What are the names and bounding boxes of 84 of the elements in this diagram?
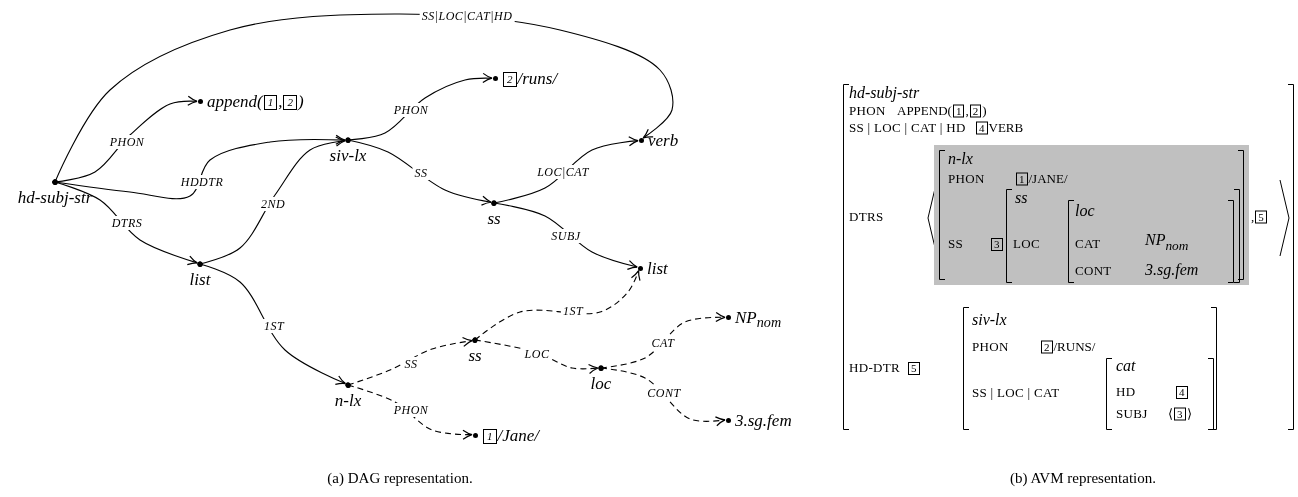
edge-label: LOC	[522, 347, 552, 361]
feature-value: )	[982, 101, 987, 120]
edge-label: DTRS	[109, 216, 145, 230]
feature-value: ⟨	[1168, 404, 1173, 423]
node-label: loc	[590, 373, 612, 395]
caption: (a) DAG representation.	[327, 469, 473, 487]
tag-number: 5	[1255, 210, 1267, 224]
type-label: hd-subj-str	[849, 84, 920, 102]
tag-number: 4	[976, 121, 988, 135]
feature-label: LOC	[1013, 234, 1040, 253]
attribute-value-matrix	[1106, 358, 1214, 430]
feature-label: SS | LOC | CAT	[972, 383, 1060, 402]
feature-label: HD	[1116, 382, 1136, 401]
edge-label: PHON	[391, 103, 431, 117]
edge-label: 2ND	[258, 197, 288, 211]
tag-number: 3	[1174, 407, 1186, 421]
node-label: n-lx	[334, 390, 362, 412]
feature-value: ,	[1251, 207, 1255, 226]
tag-number: 1	[952, 104, 965, 118]
tag-number: 2	[1041, 340, 1053, 354]
edge-label: PHON	[391, 403, 431, 417]
feature-value: VERB	[988, 118, 1024, 137]
type-label: siv-lx	[972, 311, 1007, 329]
tag-number: 4	[1176, 386, 1188, 399]
feature-label: SS | LOC | CAT | HD	[849, 118, 966, 137]
tag-number: 2	[969, 104, 982, 118]
edge-label: PHON	[107, 135, 147, 149]
feature-value: ,	[965, 101, 969, 120]
attribute-value-matrix	[963, 307, 1217, 430]
tag-number: 1	[483, 428, 497, 444]
edge-label: SS|LOC|CAT|HD	[419, 9, 515, 23]
edge-label: CONT	[645, 386, 683, 400]
node-label: /runs/	[517, 67, 558, 90]
edge-label: SS	[412, 166, 430, 180]
node-label: ss	[487, 208, 501, 230]
type-label: n-lx	[948, 150, 973, 168]
attribute-value-matrix	[843, 84, 1294, 430]
node-label: append(	[207, 90, 263, 113]
node-label: 3.sg.fem	[735, 409, 792, 432]
edge-label: SS	[402, 357, 420, 371]
tag-number: 2	[283, 94, 297, 110]
attribute-value-matrix	[1006, 189, 1240, 283]
tag-number: 5	[908, 362, 920, 375]
feature-label: SUBJ	[1116, 404, 1148, 423]
feature-label: SS	[948, 234, 964, 253]
node-label: list	[189, 269, 211, 291]
feature-label: PHON	[972, 337, 1009, 356]
type-label: cat	[1116, 357, 1136, 375]
node-label: NP$_{nom}$	[735, 306, 782, 332]
feature-value: 3.sg.fem	[1145, 261, 1199, 279]
node-label: /Jane/	[497, 424, 540, 447]
tag-number: 2	[503, 71, 517, 87]
edge-label: 1ST	[560, 304, 586, 318]
edge-label: CAT	[649, 336, 677, 350]
edge-label: LOC|CAT	[535, 165, 591, 179]
feature-label: DTRS	[849, 207, 884, 226]
feature-label: CONT	[1075, 261, 1112, 280]
edge-label: SUBJ	[549, 229, 583, 243]
feature-label: CAT	[1075, 234, 1101, 253]
feature-value: ⟩	[1186, 404, 1192, 423]
edge-label: 1ST	[261, 319, 287, 333]
attribute-value-matrix	[934, 145, 1249, 285]
type-label: ss	[1015, 189, 1028, 207]
node-label: siv-lx	[329, 145, 367, 167]
caption: (b) AVM representation.	[1010, 469, 1156, 487]
edge-label: HDDTR	[178, 175, 226, 189]
node-label: )	[297, 90, 304, 113]
tag-number: 1	[263, 94, 278, 110]
feature-label: PHON	[948, 169, 985, 188]
tag-number: 3	[991, 238, 1003, 251]
node-label: hd-subj-str	[17, 187, 93, 209]
node-label: ,	[278, 90, 283, 113]
attribute-value-matrix	[1068, 200, 1234, 283]
node-label: verb	[648, 129, 679, 152]
feature-value: NP$_{nom}$	[1145, 231, 1189, 255]
node-label: list	[647, 257, 668, 280]
feature-value: /JANE/	[1028, 169, 1068, 188]
feature-value: /RUNS/	[1053, 337, 1096, 356]
feature-label: PHON	[849, 102, 886, 120]
node-label: ss	[468, 345, 482, 367]
feature-label: HD-DTR	[849, 358, 900, 377]
type-label: loc	[1075, 202, 1095, 220]
feature-value: APPEND(	[897, 102, 952, 120]
tag-number: 1	[1016, 172, 1028, 186]
